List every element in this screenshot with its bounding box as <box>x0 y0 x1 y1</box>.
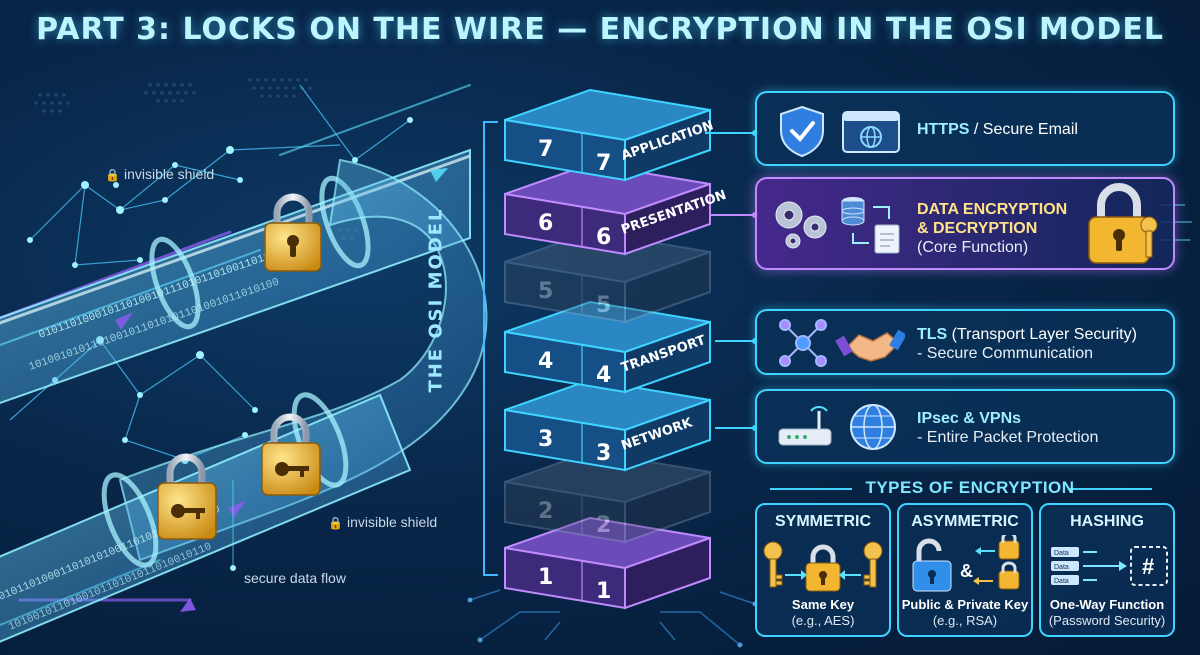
network-nodes-icon <box>779 319 827 367</box>
browser-globe-icon <box>842 111 900 153</box>
key-padlock-icon <box>973 535 1020 590</box>
hashing-box: HASHING Data Data Data # One-Way Functio… <box>1039 503 1175 637</box>
layer-number: 5 <box>596 293 611 318</box>
gears-icon <box>775 201 827 249</box>
layer-number: 5 <box>538 279 553 304</box>
page-title: PART 3: LOCKS ON THE WIRE — ENCRYPTION I… <box>36 12 1164 47</box>
circuit-traces <box>469 589 756 646</box>
layer-number: 1 <box>596 579 611 604</box>
shield-check-icon <box>780 105 824 158</box>
arrow-icon <box>1083 551 1127 581</box>
data-blocks-icon: Data Data Data <box>1051 547 1079 585</box>
layer-number: 6 <box>538 211 553 236</box>
asymmetric-box: ASYMMETRIC & Public & Private Key(e.g., … <box>897 503 1033 637</box>
handshake-icon <box>835 329 905 362</box>
layer-number: 3 <box>538 427 553 452</box>
key-icon <box>763 541 783 588</box>
osi-layer-1: 11 <box>504 516 711 610</box>
layer-number: 2 <box>538 499 553 524</box>
hash-icon: # <box>1130 546 1168 586</box>
layer-number: 7 <box>538 137 553 162</box>
layer-number: 2 <box>596 513 611 538</box>
database-document-icon <box>841 197 900 254</box>
layer-number: 4 <box>538 349 553 374</box>
shield-label-bottom: 🔒invisible shield <box>328 514 438 530</box>
symmetric-box: SYMMETRIC Same Key(e.g., AES) <box>755 503 891 637</box>
arrow-icon <box>785 570 861 580</box>
osi-layer-2: 22 <box>504 450 711 544</box>
divider <box>770 488 852 490</box>
types-heading: TYPES OF ENCRYPTION <box>865 478 1075 497</box>
svg-text:Data: Data <box>1054 578 1069 585</box>
padlock-key-icon <box>261 413 321 496</box>
presentation-card: DATA ENCRYPTION & DECRYPTION (Core Funct… <box>755 177 1175 270</box>
layer-number: 3 <box>596 441 611 466</box>
svg-text:#: # <box>1142 554 1154 579</box>
shield-label-top: 🔒invisible shield <box>105 166 215 182</box>
router-icon <box>778 406 832 446</box>
lock-icon: 🔒 <box>105 168 120 182</box>
globe-icon <box>850 404 896 450</box>
padlock-key-icon <box>1088 183 1158 264</box>
svg-text:Data: Data <box>1054 564 1069 571</box>
padlock-key-icon <box>157 453 217 540</box>
padlock-icon <box>264 193 322 272</box>
application-card: HTTPS / Secure Email <box>755 91 1175 166</box>
layer-number: 7 <box>596 151 611 176</box>
ampersand: & <box>960 561 973 581</box>
padlock-icon <box>805 544 841 592</box>
svg-text:Data: Data <box>1054 550 1069 557</box>
data-flow-label: secure data flow <box>244 570 346 586</box>
unlocked-padlock-icon <box>912 538 952 592</box>
layer-number: 6 <box>596 225 611 250</box>
network-card: IPsec & VPNs - Entire Packet Protection <box>755 389 1175 464</box>
divider <box>1070 488 1152 490</box>
layer-number: 4 <box>596 363 611 388</box>
key-icon <box>863 541 883 588</box>
transport-card: TLS (Transport Layer Security) - Secure … <box>755 309 1175 375</box>
lock-icon: 🔒 <box>328 516 343 530</box>
layer-number: 1 <box>538 565 553 590</box>
